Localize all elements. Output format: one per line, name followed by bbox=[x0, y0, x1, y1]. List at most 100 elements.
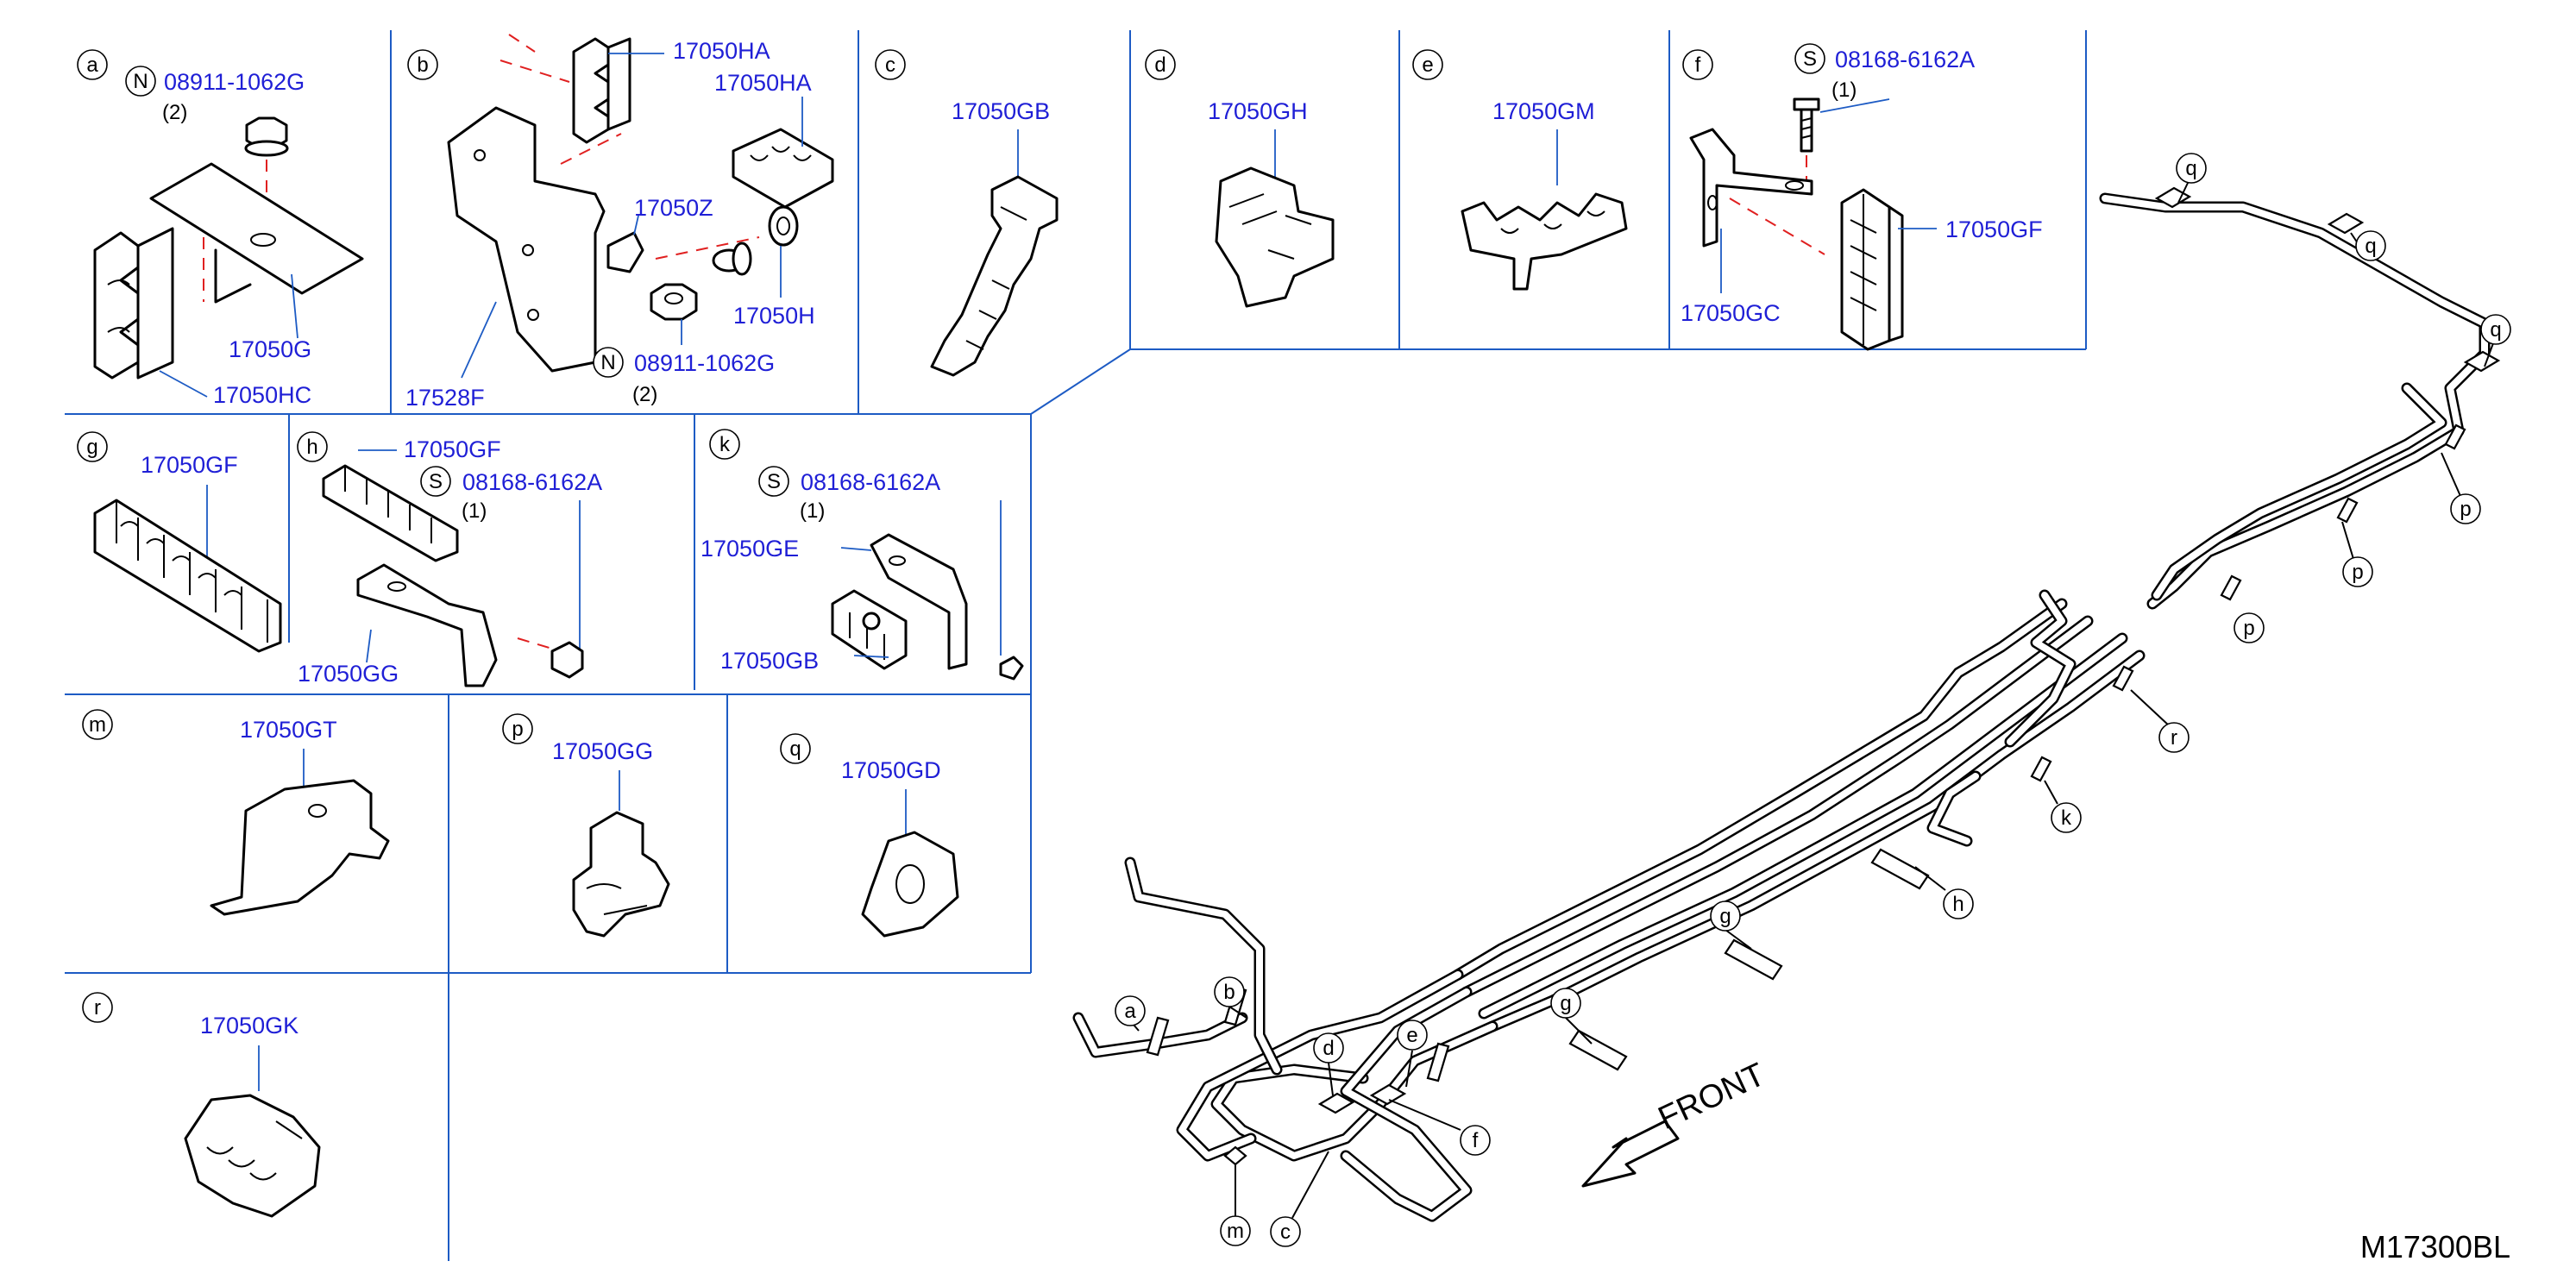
panel-p: p 17050GG bbox=[502, 713, 670, 938]
callout-p bbox=[2234, 612, 2265, 643]
clip-marker-icon bbox=[2154, 186, 2192, 209]
part-number: 08168-6162A bbox=[801, 469, 940, 495]
part-number: 17050GF bbox=[404, 436, 501, 462]
bracket-plate-icon bbox=[149, 162, 364, 295]
callout-p bbox=[2342, 556, 2373, 587]
part-number: 17050GD bbox=[841, 757, 941, 783]
tube-clip-side-icon bbox=[136, 227, 174, 380]
bolt-icon bbox=[550, 641, 584, 679]
panel-p-letter-circle bbox=[502, 713, 533, 744]
washer-icon bbox=[732, 242, 752, 276]
spec-prefix: S bbox=[1803, 47, 1817, 71]
spec-prefix: S bbox=[429, 470, 443, 493]
tube-clip-icon bbox=[572, 37, 610, 144]
panel-k-letter-circle bbox=[709, 429, 740, 460]
callout-k-letter: k bbox=[2061, 806, 2072, 830]
tube-clip-icon bbox=[93, 231, 140, 380]
clip-marker-icon bbox=[2112, 665, 2134, 692]
front-label: FRONT bbox=[1653, 1057, 1770, 1137]
panel-k-letter: k bbox=[719, 433, 731, 456]
panel-g-letter-circle bbox=[77, 431, 108, 462]
part-number: 17050GF bbox=[1945, 216, 2043, 242]
panel-m-letter: m bbox=[89, 713, 106, 737]
spec-n-circle bbox=[125, 66, 156, 97]
spec-prefix: N bbox=[133, 70, 148, 93]
panel-c: c 17050GB bbox=[875, 49, 1059, 377]
panel-q-letter: q bbox=[789, 737, 801, 761]
tube-holder-icon bbox=[930, 175, 1059, 377]
cover-bracket-icon bbox=[210, 779, 390, 916]
callout-g-letter: g bbox=[1560, 992, 1571, 1015]
bolt-head-icon bbox=[1793, 97, 1820, 111]
clip-marker-icon bbox=[2327, 212, 2365, 235]
spec-s-circle bbox=[758, 466, 789, 497]
callout-k bbox=[2051, 802, 2082, 833]
part-number: 17050GM bbox=[1492, 98, 1595, 124]
clip-marker-icon bbox=[2444, 424, 2466, 450]
panel-h-letter-circle bbox=[297, 431, 328, 462]
panel-e-letter: e bbox=[1422, 53, 1433, 77]
panel-f: f S 08168-6162A (1) 17050GC 17050GF bbox=[1681, 43, 2043, 351]
part-number: 17050G bbox=[229, 336, 311, 362]
bolt-icon bbox=[862, 612, 881, 631]
mounting-bracket-icon bbox=[1689, 128, 1813, 248]
tube-clip-icon bbox=[732, 128, 834, 209]
callout-m bbox=[1220, 1215, 1251, 1246]
part-number: 17050GG bbox=[298, 661, 399, 687]
part-number: 08911-1062G bbox=[164, 69, 305, 95]
part-number: 17528F bbox=[405, 385, 485, 411]
part-number: 17050H bbox=[733, 303, 815, 329]
panel-q-letter-circle bbox=[780, 733, 811, 764]
callout-f bbox=[1460, 1125, 1491, 1156]
panel-b-letter-circle bbox=[407, 49, 438, 80]
callout-b bbox=[1214, 976, 1245, 1007]
tube-clip-side-icon bbox=[606, 37, 631, 131]
part-number: 17050GK bbox=[200, 1013, 298, 1038]
clip-marker-icon bbox=[2463, 350, 2501, 373]
part-number: 17050HC bbox=[213, 382, 311, 408]
tube-clip-icon bbox=[93, 499, 282, 653]
callout-q-letter: q bbox=[2490, 318, 2501, 342]
clip-marker-icon bbox=[1870, 848, 1930, 890]
callout-g bbox=[1550, 988, 1581, 1019]
part-number: 17050GG bbox=[552, 738, 653, 764]
callout-p-letter: p bbox=[2243, 617, 2254, 640]
panel-d-letter: d bbox=[1154, 53, 1165, 77]
clip-marker-icon bbox=[2030, 756, 2052, 782]
bracket-leg-icon bbox=[214, 248, 252, 304]
flange-nut-icon bbox=[650, 283, 698, 321]
callout-p-letter: p bbox=[2352, 561, 2363, 584]
panel-r-letter-circle bbox=[82, 992, 113, 1023]
panel-q: q 17050GD bbox=[780, 733, 959, 938]
panel-a-letter-circle bbox=[77, 49, 108, 80]
callout-q-letter: q bbox=[2185, 157, 2196, 180]
part-quantity: (1) bbox=[1831, 78, 1857, 102]
panel-c-letter-circle bbox=[875, 49, 906, 80]
part-number: 08168-6162A bbox=[1835, 47, 1975, 72]
mounting-bracket-icon bbox=[870, 533, 968, 670]
callout-p bbox=[2450, 493, 2481, 524]
panel-a-letter: a bbox=[86, 53, 98, 77]
tube-holder-icon bbox=[1215, 166, 1335, 308]
clip-marker-icon bbox=[1317, 1092, 1355, 1114]
clip-marker-icon bbox=[1369, 1083, 1407, 1106]
callout-c bbox=[1270, 1216, 1301, 1247]
callout-g bbox=[1710, 900, 1741, 932]
clip-marker-icon bbox=[1146, 1016, 1170, 1057]
part-number: 17050GB bbox=[952, 98, 1050, 124]
spec-n-circle bbox=[593, 347, 624, 378]
spec-s-circle bbox=[420, 466, 451, 497]
callout-h-letter: h bbox=[1952, 893, 1963, 916]
callout-e-letter: e bbox=[1406, 1024, 1417, 1047]
mounting-bracket-icon bbox=[356, 563, 498, 687]
panel-c-letter: c bbox=[885, 53, 895, 77]
part-quantity: (1) bbox=[462, 499, 487, 523]
clip-marker-icon bbox=[2220, 574, 2242, 601]
bolt-shank-icon bbox=[1800, 108, 1813, 153]
callout-q-letter: q bbox=[2365, 235, 2376, 258]
bolt-icon bbox=[999, 656, 1024, 681]
clip-marker-icon bbox=[1724, 938, 1783, 981]
callout-g-letter: g bbox=[1719, 905, 1731, 928]
front-arrow-icon bbox=[1581, 1120, 1680, 1188]
panel-h-letter: h bbox=[306, 436, 317, 459]
